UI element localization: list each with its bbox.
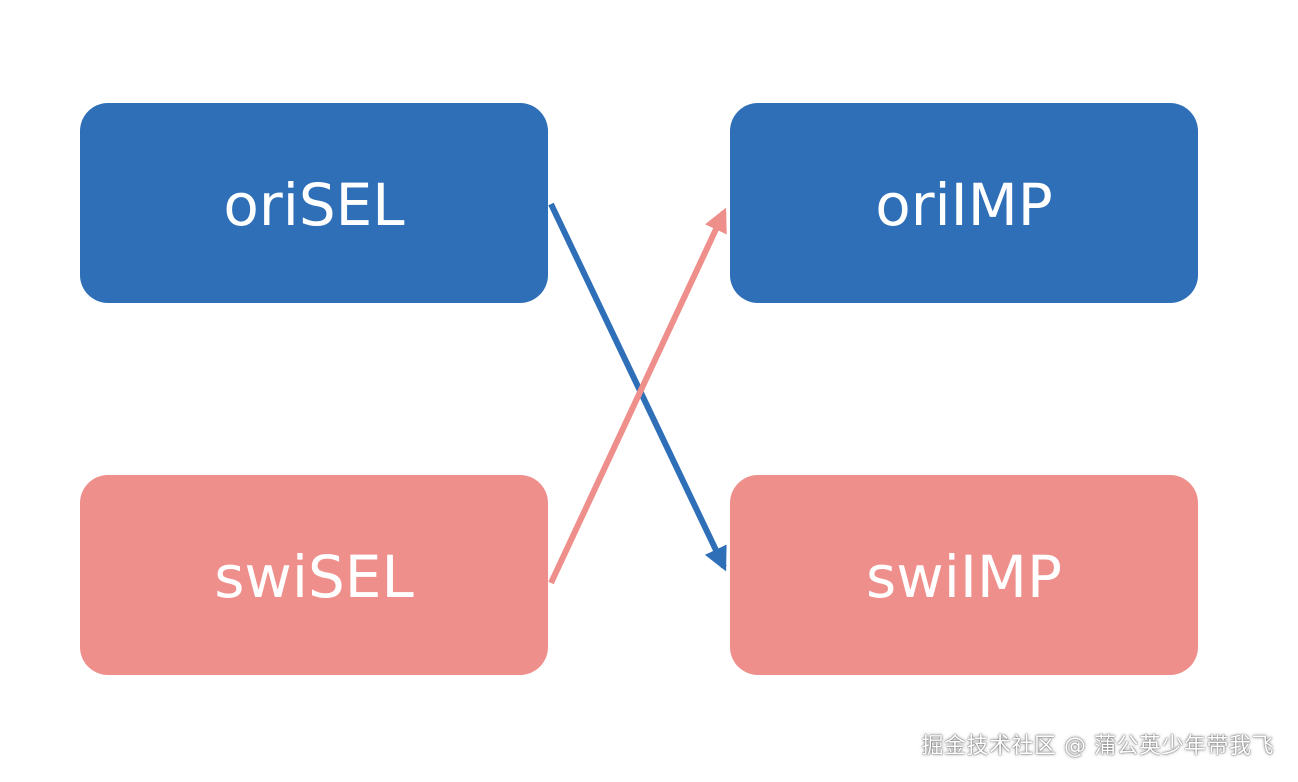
edge-orisel-to-swiimp xyxy=(548,202,727,572)
watermark-text: 掘金技术社区 @ 蒲公英少年带我飞 xyxy=(921,734,1274,759)
node-oriimp-label: oriIMP xyxy=(875,171,1053,239)
node-swiimp: swiIMP xyxy=(730,475,1198,675)
edge-swisel-to-oriimp xyxy=(548,207,727,585)
node-oriimp: oriIMP xyxy=(730,103,1198,303)
node-swisel: swiSEL xyxy=(80,475,548,675)
node-swiimp-label: swiIMP xyxy=(866,543,1062,611)
node-orisel-label: oriSEL xyxy=(223,171,405,239)
node-swisel-label: swiSEL xyxy=(214,543,414,611)
node-orisel: oriSEL xyxy=(80,103,548,303)
